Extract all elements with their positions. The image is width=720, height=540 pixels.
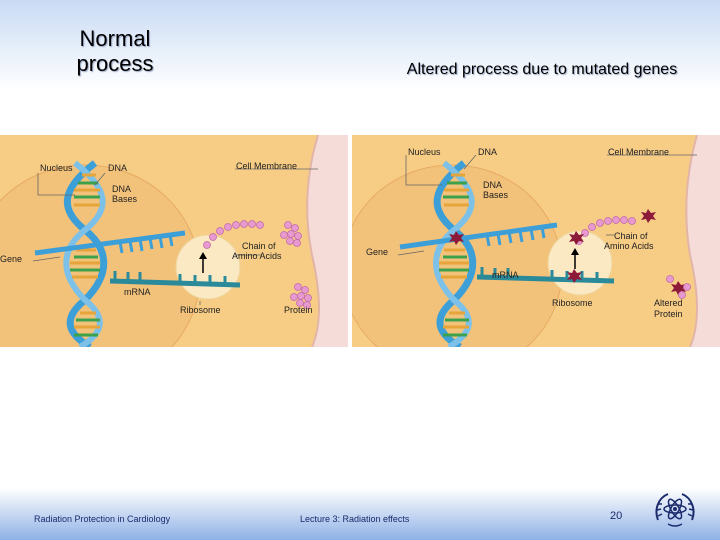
altered-process-diagram: Nucleus DNA Cell Membrane DNA Bases Gene… — [352, 135, 720, 347]
mutation-star-mrna — [567, 269, 582, 283]
dna-helix — [63, 160, 108, 347]
header-background — [0, 0, 720, 90]
label-gene-altered: Gene — [366, 247, 388, 257]
amino-acid-chain — [203, 220, 264, 249]
label-nucleus-altered: Nucleus — [408, 147, 441, 157]
label-altered-protein-line1: Altered — [654, 298, 683, 308]
label-mrna-altered: mRNA — [492, 270, 519, 280]
gene-strand — [34, 230, 186, 256]
title-altered-process: Altered process due to mutated genes — [406, 61, 678, 78]
footer-lecture-title: Lecture 3: Radiation effects — [300, 514, 410, 524]
label-chain-line1: Chain of — [242, 241, 276, 251]
altered-protein-folded — [666, 275, 691, 299]
label-dna-altered: DNA — [478, 147, 497, 157]
mutation-star-protein — [671, 281, 686, 295]
label-chain-line2-altered: Amino Acids — [604, 241, 654, 251]
cell-membrane-shape — [307, 135, 348, 347]
mrna-strand — [109, 271, 241, 288]
label-dna-bases-line1-altered: DNA — [483, 180, 502, 190]
normal-process-diagram: Nucleus DNA Cell Membrane DNA Bases Gene… — [0, 135, 348, 347]
label-cell-membrane-altered: Cell Membrane — [608, 147, 669, 157]
cell-membrane-shape-altered — [686, 135, 720, 347]
protein-folded — [290, 283, 312, 309]
label-cell-membrane: Cell Membrane — [236, 161, 297, 171]
label-dna: DNA — [108, 163, 127, 173]
label-dna-bases-line2: Bases — [112, 194, 138, 204]
label-chain-line2: Amino Acids — [232, 251, 282, 261]
label-mrna: mRNA — [124, 287, 151, 297]
label-dna-bases-line1: DNA — [112, 184, 131, 194]
protein-folded-top — [280, 221, 302, 247]
label-protein: Protein — [284, 305, 313, 315]
page-number: 20 — [610, 510, 623, 522]
footer-course-title: Radiation Protection in Cardiology — [34, 514, 171, 524]
label-dna-bases-line2-altered: Bases — [483, 190, 509, 200]
mutation-star-ribosome — [569, 231, 584, 245]
iaea-logo-icon — [650, 490, 700, 532]
dna-helix-altered — [433, 160, 477, 347]
gene-strand-altered — [399, 222, 558, 250]
label-ribosome-altered: Ribosome — [552, 298, 593, 308]
mutation-star-dna — [449, 231, 464, 245]
label-nucleus: Nucleus — [40, 163, 73, 173]
mutation-markers — [449, 209, 686, 295]
label-altered-protein-line2: Protein — [654, 309, 683, 319]
mrna-strand-altered — [476, 267, 615, 284]
footer-background — [0, 488, 720, 540]
label-ribosome: Ribosome — [180, 305, 221, 315]
title-normal-process: Normal process — [76, 26, 154, 76]
label-gene: Gene — [0, 254, 22, 264]
mutation-star-chain — [641, 209, 656, 223]
label-chain-line1-altered: Chain of — [614, 231, 648, 241]
